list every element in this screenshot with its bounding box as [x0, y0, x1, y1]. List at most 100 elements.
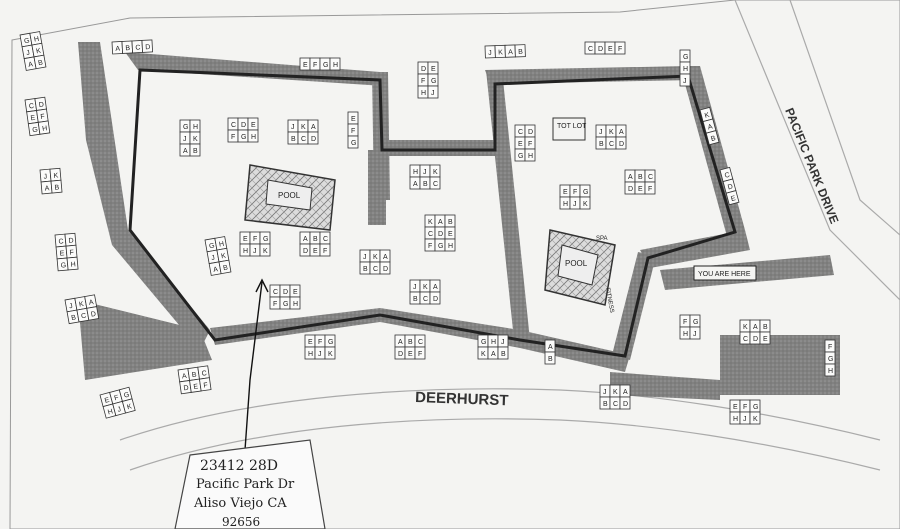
unit-letter: C	[29, 103, 35, 111]
unit-letter: A	[707, 123, 714, 131]
unit-cell	[619, 396, 631, 410]
unit-letter: H	[251, 134, 256, 141]
unit-letter: J	[423, 169, 427, 176]
note-line-4: 92656	[222, 515, 260, 529]
unit-letter: A	[623, 389, 628, 396]
unit-letter: B	[363, 266, 368, 273]
unit-letter: D	[623, 401, 628, 408]
unit-cell	[759, 331, 771, 345]
pool-label-left: POOL	[278, 191, 301, 200]
unit-letter: F	[828, 344, 832, 351]
unit-letter: D	[183, 385, 189, 393]
unit-cell	[524, 148, 536, 162]
unit-letter: G	[328, 339, 333, 346]
unit-cell	[544, 351, 556, 365]
unit-letter: C	[81, 313, 87, 321]
unit-letter: C	[743, 336, 748, 343]
unit-letter: G	[183, 124, 188, 131]
unit-letter: B	[518, 49, 523, 56]
unit-cell	[749, 411, 761, 425]
unit-letter: J	[431, 90, 435, 97]
unit-letter: H	[563, 201, 568, 208]
unit-letter: C	[588, 46, 593, 53]
unit-letter: K	[609, 129, 614, 136]
unit-letter: K	[433, 169, 438, 176]
unit-cell	[429, 176, 441, 190]
unit-letter: H	[528, 153, 533, 160]
unit-letter: E	[30, 115, 36, 123]
unit-letter: D	[398, 351, 403, 358]
unit-letter: J	[26, 50, 31, 58]
unit-letter: A	[88, 299, 94, 307]
unit-letter: J	[211, 255, 216, 263]
unit-letter: H	[828, 368, 833, 375]
unit-letter: K	[373, 254, 378, 261]
unit-letter: K	[328, 351, 333, 358]
unit-letter: B	[763, 324, 768, 331]
parking-drives	[78, 42, 840, 400]
unit-letter: E	[448, 231, 453, 238]
unit-letter: B	[191, 371, 197, 379]
unit-letter: D	[421, 66, 426, 73]
unit-letter: J	[488, 50, 492, 57]
unit-letter: K	[753, 416, 758, 423]
unit-letter: E	[303, 62, 308, 69]
unit-letter: B	[125, 45, 130, 52]
unit-letter: K	[423, 284, 428, 291]
unit-cell	[247, 129, 259, 143]
unit-letter: D	[628, 186, 633, 193]
unit-letter: J	[743, 416, 747, 423]
unit-letter: A	[433, 284, 438, 291]
unit-letter: E	[563, 189, 568, 196]
unit-letter: B	[548, 356, 553, 363]
unit-letter: H	[683, 66, 688, 73]
unit-letter: H	[107, 408, 114, 416]
unit-letter: C	[301, 136, 306, 143]
unit-cell	[50, 179, 63, 194]
unit-letter: K	[221, 253, 227, 261]
unit-letter: F	[351, 128, 355, 135]
unit-letter: C	[648, 174, 653, 181]
unit-letter: K	[301, 124, 306, 131]
note-line-2: Pacific Park Dr	[196, 477, 295, 492]
unit-letter: D	[383, 266, 388, 273]
fitness-label: FITNESS	[604, 287, 614, 313]
unit-letter: D	[38, 101, 44, 109]
building-cluster: CDE	[719, 166, 740, 206]
street-label-deerhurst: DEERHURST	[415, 389, 509, 409]
unit-cell	[141, 39, 153, 53]
unit-letter: J	[43, 173, 47, 180]
unit-cell	[86, 306, 100, 321]
unit-letter: J	[117, 406, 122, 414]
unit-letter: B	[413, 296, 418, 303]
unit-letter: H	[421, 90, 426, 97]
unit-letter: H	[413, 169, 418, 176]
tot-lot: TOT LOT	[552, 117, 587, 141]
unit-letter: E	[351, 116, 356, 123]
unit-cell	[199, 377, 212, 392]
unit-letter: E	[638, 186, 643, 193]
unit-cell	[289, 296, 301, 310]
unit-letter: J	[599, 129, 603, 136]
unit-letter: D	[619, 141, 624, 148]
unit-letter: K	[53, 172, 59, 179]
note-arrow	[244, 278, 269, 451]
unit-letter: K	[36, 48, 42, 56]
you-are-here-label: YOU ARE HERE	[698, 271, 751, 278]
